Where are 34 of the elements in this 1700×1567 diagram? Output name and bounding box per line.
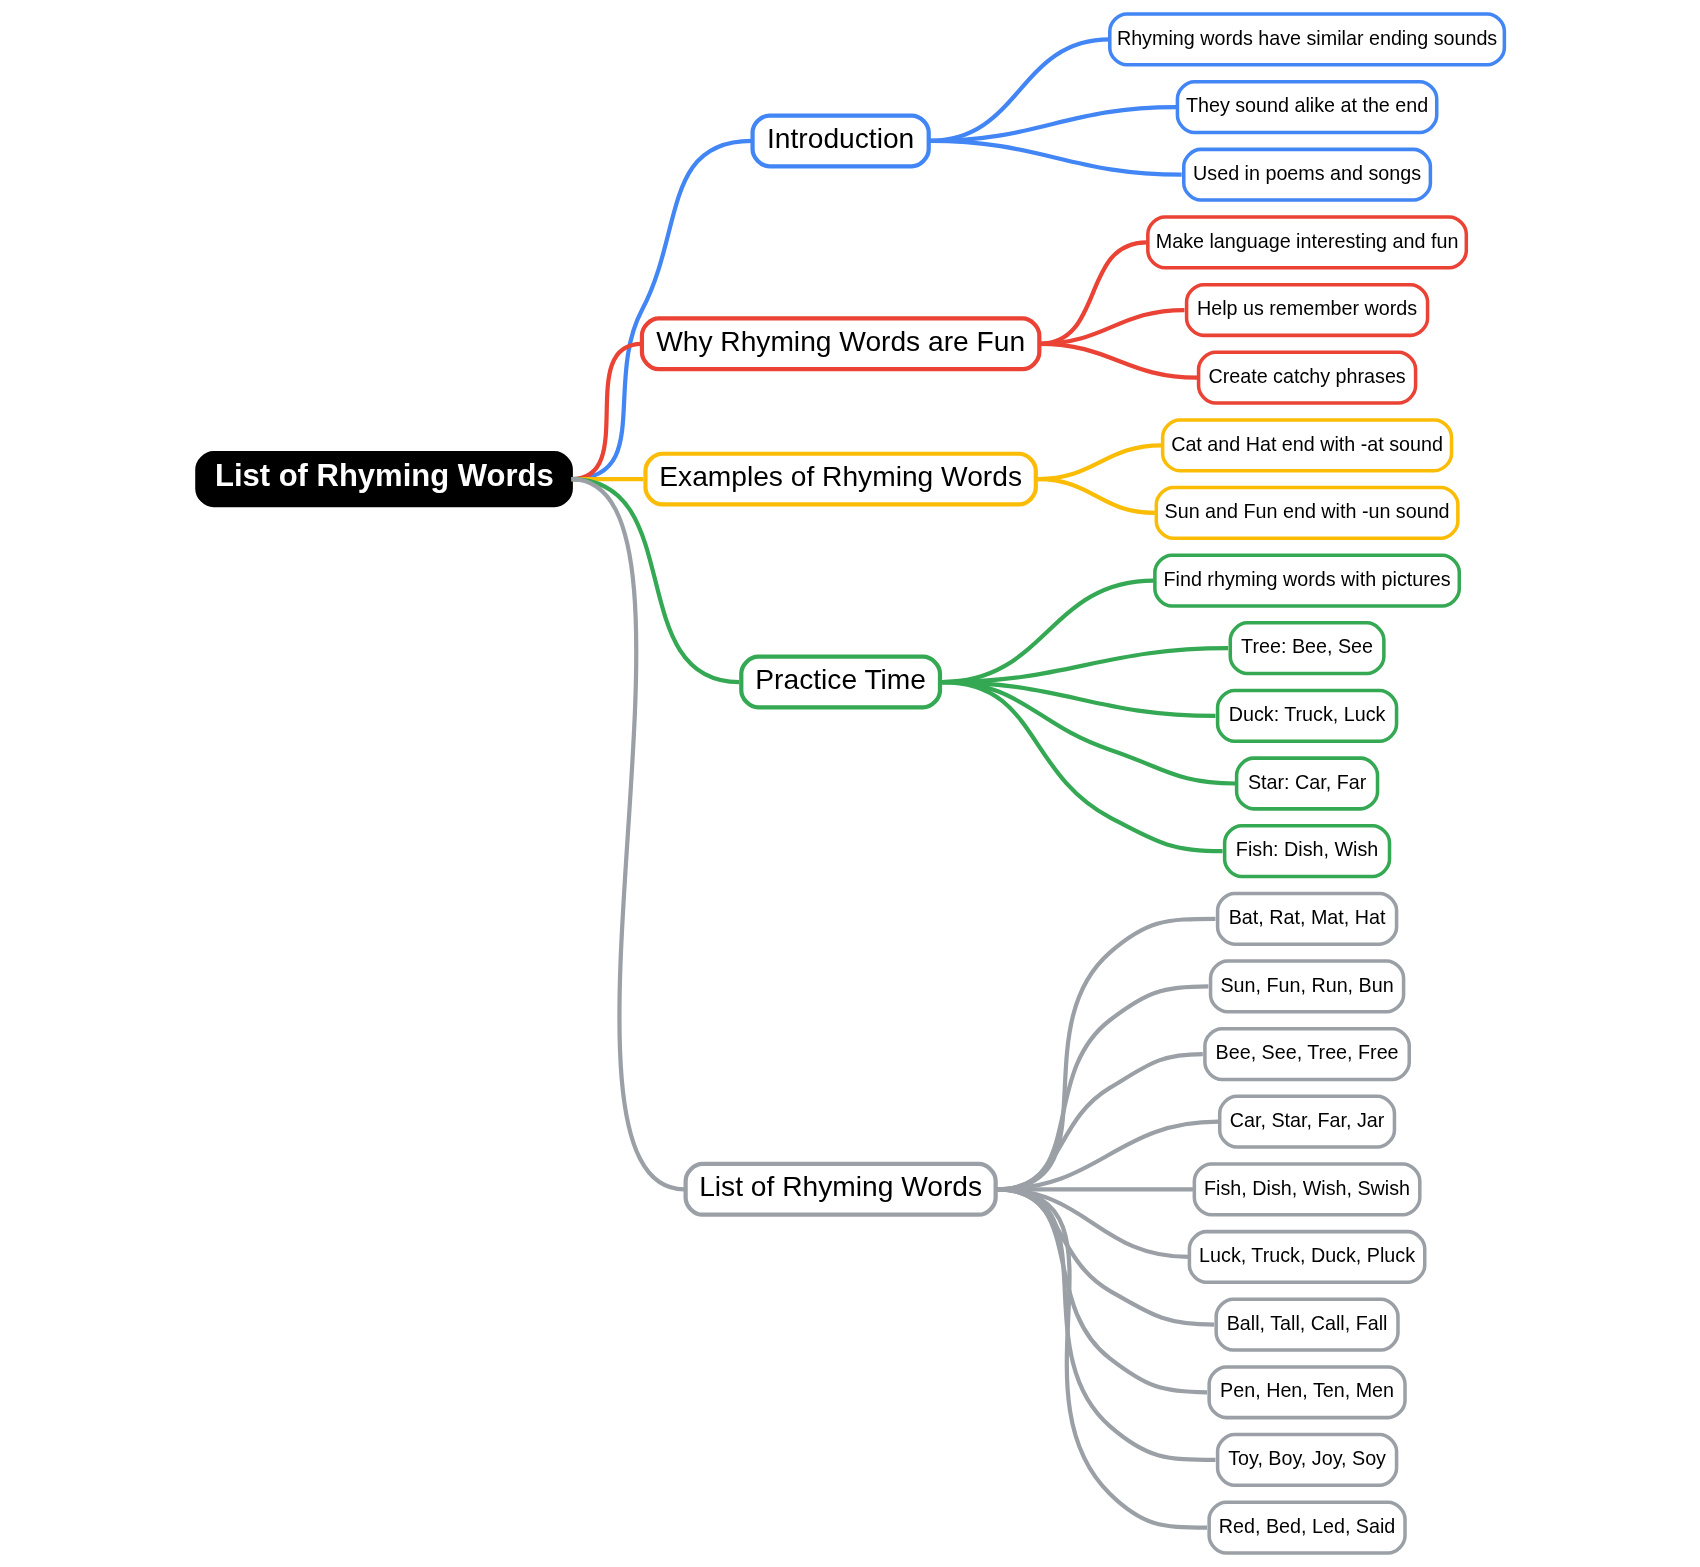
node-box: Red, Bed, Led, Said: [1206, 1500, 1407, 1555]
node-box: Examples of Rhyming Words: [642, 451, 1038, 507]
node-box: Find rhyming words with pictures: [1152, 553, 1461, 608]
node-box: Rhyming words have similar ending sounds: [1107, 12, 1506, 67]
connector: [1038, 341, 1197, 380]
node-box: Duck: Truck, Luck: [1215, 688, 1398, 743]
node-box: Bat, Rat, Mat, Hat: [1215, 891, 1398, 946]
node-box: Help us remember words: [1184, 282, 1429, 338]
node-box: Make language interesting and fun: [1145, 215, 1468, 270]
node-box: Fish: Dish, Wish: [1222, 824, 1391, 879]
node-box: Fish, Dish, Wish, Swish: [1192, 1162, 1422, 1217]
node-box: Practice Time: [738, 654, 942, 710]
node-box: Toy, Boy, Joy, Soy: [1215, 1432, 1398, 1488]
node-box: Star: Car, Far: [1234, 756, 1379, 811]
connector: [941, 679, 1223, 854]
node-box: Sun, Fun, Run, Bun: [1208, 959, 1405, 1014]
node-box: Luck, Truck, Duck, Pluck: [1187, 1229, 1426, 1285]
node-box: Why Rhyming Words are Fun: [639, 316, 1041, 372]
node-box: List of Rhyming Words: [194, 450, 573, 508]
connector: [1037, 477, 1155, 516]
node-box: Cat and Hat end with -at sound: [1160, 418, 1453, 473]
node-box: Tree: Bee, See: [1228, 621, 1386, 676]
node-box: Sun and Fun end with -un sound: [1154, 485, 1460, 541]
connector: [928, 138, 1182, 177]
connector: [996, 1187, 1207, 1530]
node-box: Create catchy phrases: [1196, 350, 1417, 405]
node-box: Introduction: [749, 113, 931, 169]
node-box: They sound alike at the end: [1175, 79, 1438, 135]
node-box: Car, Star, Far, Jar: [1217, 1094, 1396, 1149]
node-box: Ball, Tall, Call, Fall: [1213, 1297, 1400, 1352]
node-box: Used in poems and songs: [1181, 147, 1432, 202]
node-box: List of Rhyming Words: [683, 1161, 998, 1217]
node-box: Bee, See, Tree, Free: [1202, 1026, 1411, 1082]
node-box: Pen, Hen, Ten, Men: [1206, 1365, 1407, 1420]
